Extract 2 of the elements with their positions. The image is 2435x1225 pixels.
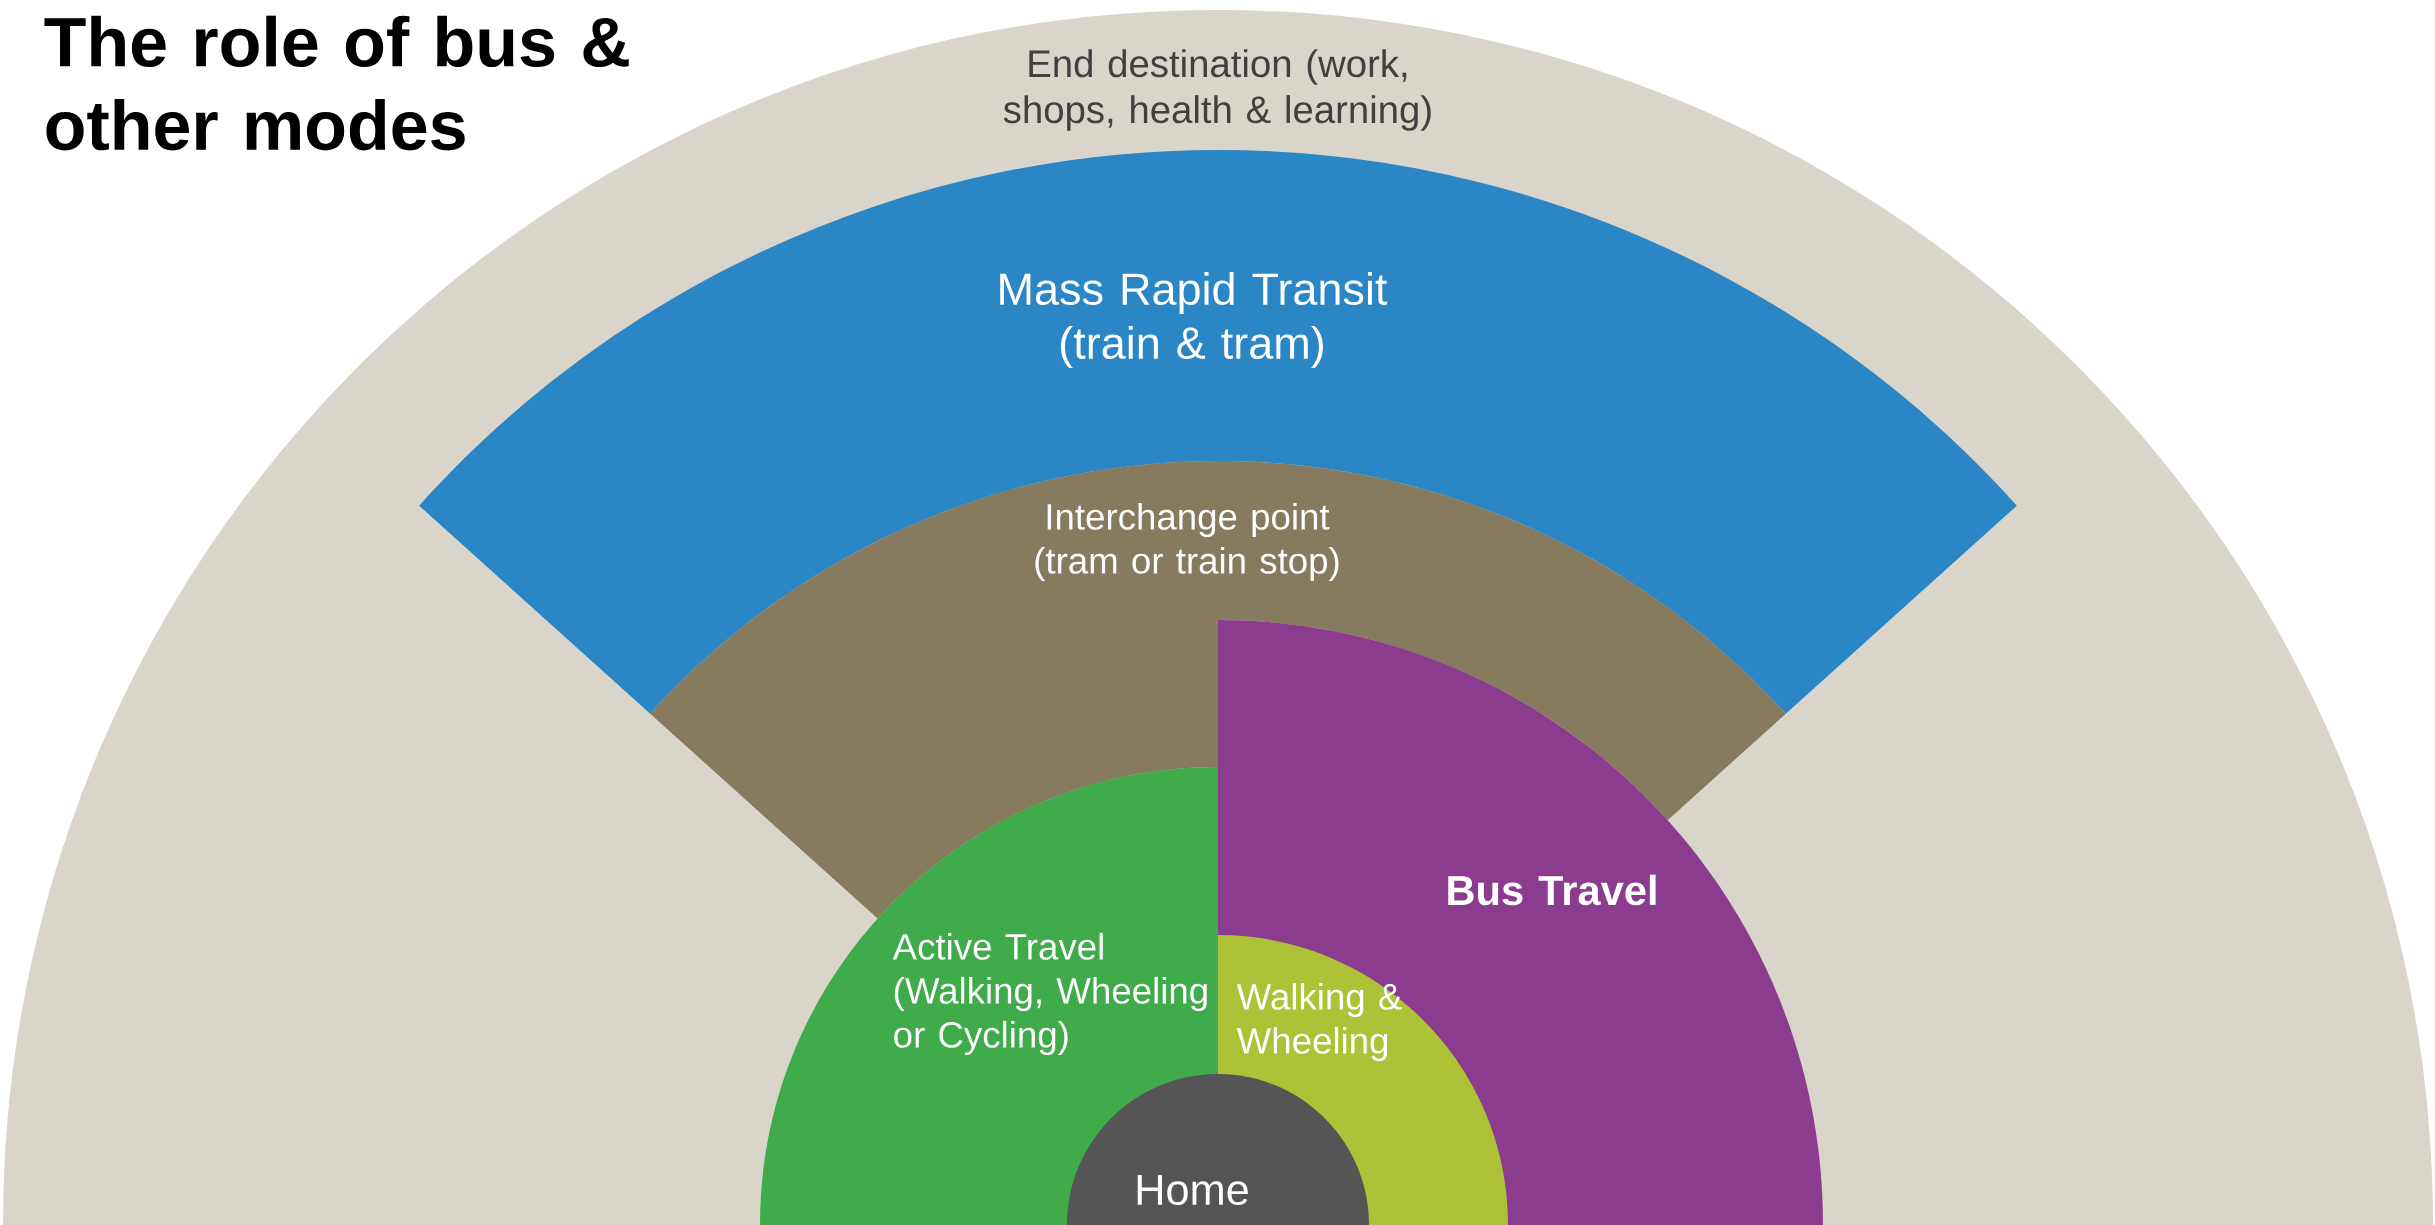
semicircle: Home [1067, 1074, 1369, 1225]
title: The role of bus & other modes [44, 15, 629, 151]
